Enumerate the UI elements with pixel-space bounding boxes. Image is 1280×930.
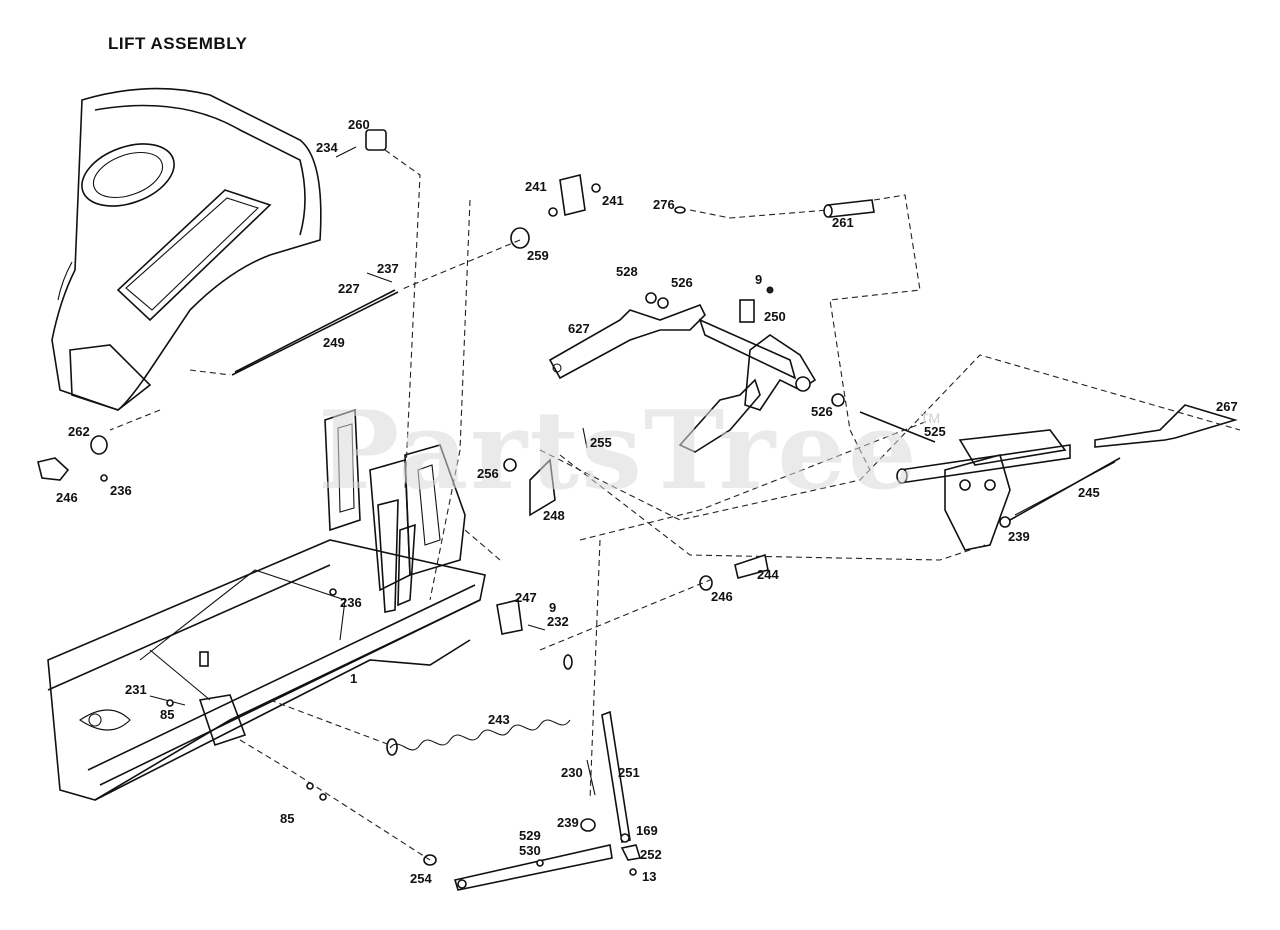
diagram-title: LIFT ASSEMBLY xyxy=(108,34,248,53)
callout-261: 261 xyxy=(832,215,854,230)
callout-246: 246 xyxy=(56,490,78,505)
lift-shaft xyxy=(548,286,817,453)
callout-627: 627 xyxy=(568,321,590,336)
callout-254: 254 xyxy=(410,871,432,886)
callout-248: 248 xyxy=(543,508,565,523)
callout-255: 255 xyxy=(590,435,612,450)
springs-rods xyxy=(231,289,631,891)
callout-267: 267 xyxy=(1216,399,1238,414)
callout-9: 9 xyxy=(755,272,763,287)
callout-227: 227 xyxy=(338,281,360,296)
callout-526: 526 xyxy=(671,275,693,290)
callout-528: 528 xyxy=(616,264,638,279)
callout-230: 230 xyxy=(561,765,583,780)
callout-252: 252 xyxy=(640,847,662,862)
leader-lines xyxy=(109,149,1241,861)
dash-tower xyxy=(324,408,466,613)
callout-244: 244 xyxy=(757,567,779,582)
callout-237: 237 xyxy=(377,261,399,276)
callout-243: 243 xyxy=(488,712,510,727)
callout-13: 13 xyxy=(642,869,657,884)
callout-231: 231 xyxy=(125,682,147,697)
callout-85: 85 xyxy=(280,811,295,826)
trademark-mark: TM xyxy=(920,410,941,426)
callout-85: 85 xyxy=(160,707,175,722)
callout-236: 236 xyxy=(110,483,132,498)
callout-526: 526 xyxy=(811,404,833,419)
hardware xyxy=(37,129,1011,876)
callout-250: 250 xyxy=(764,309,786,324)
callout-169: 169 xyxy=(636,823,658,838)
callout-249: 249 xyxy=(323,335,345,350)
callout-529: 529 xyxy=(519,828,541,843)
callout-241: 241 xyxy=(525,179,547,194)
callout-234: 234 xyxy=(316,140,338,155)
callout-239: 239 xyxy=(557,815,579,830)
callout-247: 247 xyxy=(515,590,537,605)
callout-530: 530 xyxy=(519,843,541,858)
callout-525: 525 xyxy=(924,424,946,439)
callout-245: 245 xyxy=(1078,485,1100,500)
callout-232: 232 xyxy=(547,614,569,629)
fender-hood xyxy=(51,87,322,411)
callout-9: 9 xyxy=(549,600,557,615)
callout-236: 236 xyxy=(340,595,362,610)
callout-246: 246 xyxy=(711,589,733,604)
callout-256: 256 xyxy=(477,466,499,481)
pedal-assembly xyxy=(859,404,1238,551)
callout-251: 251 xyxy=(618,765,640,780)
callout-239: 239 xyxy=(1008,529,1030,544)
frame xyxy=(47,539,486,801)
callout-260: 260 xyxy=(348,117,370,132)
callout-1: 1 xyxy=(350,671,358,686)
callout-259: 259 xyxy=(527,248,549,263)
callout-276: 276 xyxy=(653,197,675,212)
callout-241: 241 xyxy=(602,193,624,208)
callout-262: 262 xyxy=(68,424,90,439)
